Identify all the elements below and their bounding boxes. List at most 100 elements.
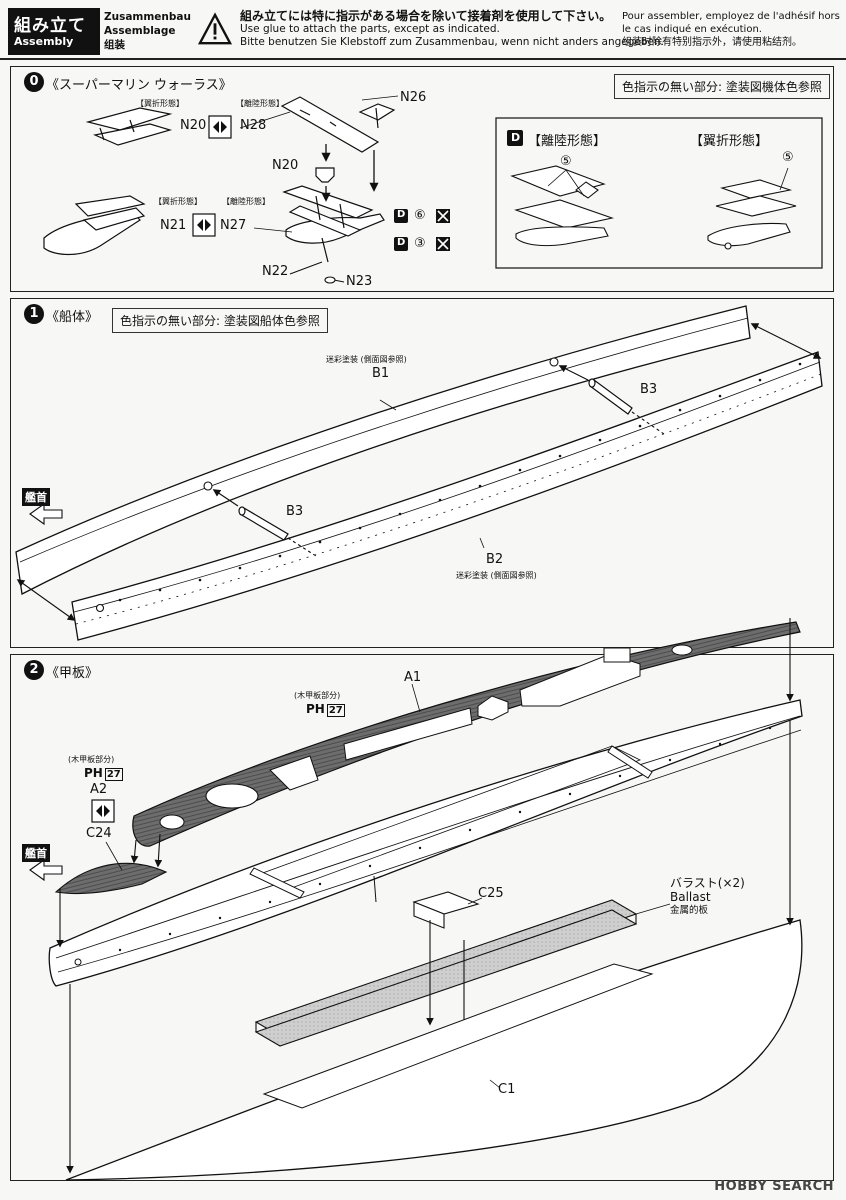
- walrus-wing-folded-hull: [43, 195, 146, 256]
- warn-de: Bitte benutzen Sie Klebstoff zum Zusamme…: [240, 36, 664, 48]
- paint-d-label-1: D: [397, 209, 406, 220]
- part-c24: C24: [86, 826, 112, 841]
- part-n23: N23: [346, 274, 373, 289]
- portholes-hull: [118, 726, 772, 952]
- inset-d-label: D: [511, 131, 521, 144]
- step0-title: 《スーパーマリン ウォーラス》: [46, 78, 232, 93]
- warn-fr-1: Pour assembler, employez de l'adhésif ho…: [622, 11, 840, 22]
- part-n21: N21: [160, 218, 187, 233]
- part-b2: B2: [486, 552, 504, 567]
- swap-icon: [208, 115, 232, 139]
- inset-takeoff-walrus: [510, 165, 615, 247]
- step0-number: 0: [24, 72, 44, 92]
- hull-braces: [249, 745, 653, 899]
- part-c25: C25: [478, 886, 504, 901]
- part-n22: N22: [262, 264, 289, 279]
- walrus-upper-wing: [280, 96, 380, 153]
- ballast-plates: [254, 899, 638, 1047]
- bow-arrow-icon: [29, 858, 63, 882]
- part-a1: A1: [404, 670, 422, 685]
- paint-d-badge: [507, 130, 523, 146]
- paint-3: ③: [414, 236, 426, 251]
- step2-number: 2: [24, 660, 44, 680]
- hull-half-b2: [71, 351, 823, 641]
- header-en-title: Assembly: [14, 35, 74, 48]
- ballast-jp: バラスト(×2): [670, 876, 745, 890]
- step1-number: 1: [24, 304, 44, 324]
- step0-frame: [10, 66, 834, 292]
- header-fr: Assemblage: [104, 25, 176, 37]
- warn-fr-2: le cas indiqué en exécution.: [622, 24, 762, 35]
- part-a2: A2: [90, 782, 108, 797]
- inset-paint-5a: ⑤: [560, 154, 572, 169]
- ballast-zh: 金属的板: [670, 905, 709, 916]
- swap-icon: [192, 213, 216, 237]
- step1-frame: [10, 298, 834, 648]
- b1-camo-note: 迷彩塗装 (側面図参照): [326, 355, 407, 364]
- walrus-main-assembly: [282, 185, 385, 263]
- part-b3-left: B3: [286, 504, 304, 519]
- ph-number: 27: [326, 704, 345, 717]
- deck-bow-c24: [54, 862, 168, 895]
- warning-icon: [198, 12, 232, 45]
- inset-paint-5b: ⑤: [782, 150, 794, 165]
- bow-label-2: 艦首: [22, 844, 50, 862]
- part-b3-right: B3: [640, 382, 658, 397]
- part-n28: N28: [240, 118, 267, 133]
- paint-d-label-2: D: [397, 237, 406, 248]
- walrus-wing-folded-small: [85, 107, 173, 146]
- hull-half-b1: [15, 305, 751, 595]
- part-n27: N27: [220, 218, 247, 233]
- tag-wing-folded-0: 【翼折形態】: [136, 99, 184, 108]
- warn-en: Use glue to attach the parts, except as …: [240, 23, 500, 35]
- header-zh: 组装: [104, 39, 125, 51]
- bow-label-1: 艦首: [22, 488, 50, 506]
- bow-arrow-icon: [29, 502, 63, 526]
- inset-wing-walrus: [707, 179, 797, 250]
- step2-title: 《甲板》: [46, 666, 99, 681]
- warn-zh: 组装时除有特别指示外，请使用粘结剂。: [622, 37, 802, 48]
- hull-bottom-c1: [65, 919, 803, 1181]
- step1-title: 《船体》: [46, 310, 99, 325]
- ballast-en: Ballast: [670, 890, 711, 904]
- assembly-header-badge: 組み立て Assembly: [8, 8, 100, 55]
- ph-number: 27: [104, 768, 123, 781]
- hull-assembled: [48, 699, 803, 987]
- header-divider: [0, 58, 846, 60]
- header-languages: Zusammenbau Assemblage 组装: [104, 10, 191, 52]
- part-n26: N26: [400, 90, 427, 105]
- deck-a1: [132, 621, 801, 847]
- brace-b3-right: [588, 378, 633, 415]
- brace-b3-left: [238, 506, 289, 541]
- part-n20-b: N20: [272, 158, 299, 173]
- watermark: HOBBY SEARCH: [714, 1179, 834, 1194]
- paint-d-badge: [394, 237, 408, 251]
- part-b1: B1: [372, 366, 390, 381]
- inset-takeoff-title: 【離陸形態】: [528, 134, 607, 149]
- paint-d-badge: [394, 209, 408, 223]
- warn-jp: 組み立てには特に指示がある場合を除いて接着剤を使用して下さい。: [240, 9, 612, 23]
- header-de: Zusammenbau: [104, 11, 191, 23]
- inset-frame: [495, 117, 823, 269]
- step2-frame: [10, 654, 834, 1181]
- ballast-label: バラスト(×2) Ballast 金属的板: [670, 876, 745, 918]
- ph-label: PH: [84, 766, 103, 780]
- ph-label: PH: [306, 702, 325, 716]
- glue-instruction: 組み立てには特に指示がある場合を除いて接着剤を使用して下さい。 Use glue…: [240, 10, 664, 49]
- tag-takeoff-0: 【離陸形態】: [236, 99, 284, 108]
- inset-wing-title: 【翼折形態】: [690, 134, 769, 149]
- swap-icon: [91, 799, 115, 823]
- walrus-tail: [358, 103, 396, 129]
- walrus-strut-n20: [315, 167, 335, 183]
- part-c25: [412, 891, 480, 929]
- tag-wing-folded-1: 【翼折形態】: [154, 197, 202, 206]
- a2-wood-note: (木甲板部分): [68, 755, 115, 764]
- paint-6: ⑥: [414, 208, 426, 223]
- a1-wood-note: (木甲板部分): [294, 691, 341, 700]
- part-c1: C1: [498, 1082, 516, 1097]
- portholes-b2: [118, 362, 802, 602]
- glue-instruction-fr-zh: Pour assembler, employez de l'adhésif ho…: [622, 10, 840, 49]
- header-jp-title: 組み立て: [14, 16, 86, 36]
